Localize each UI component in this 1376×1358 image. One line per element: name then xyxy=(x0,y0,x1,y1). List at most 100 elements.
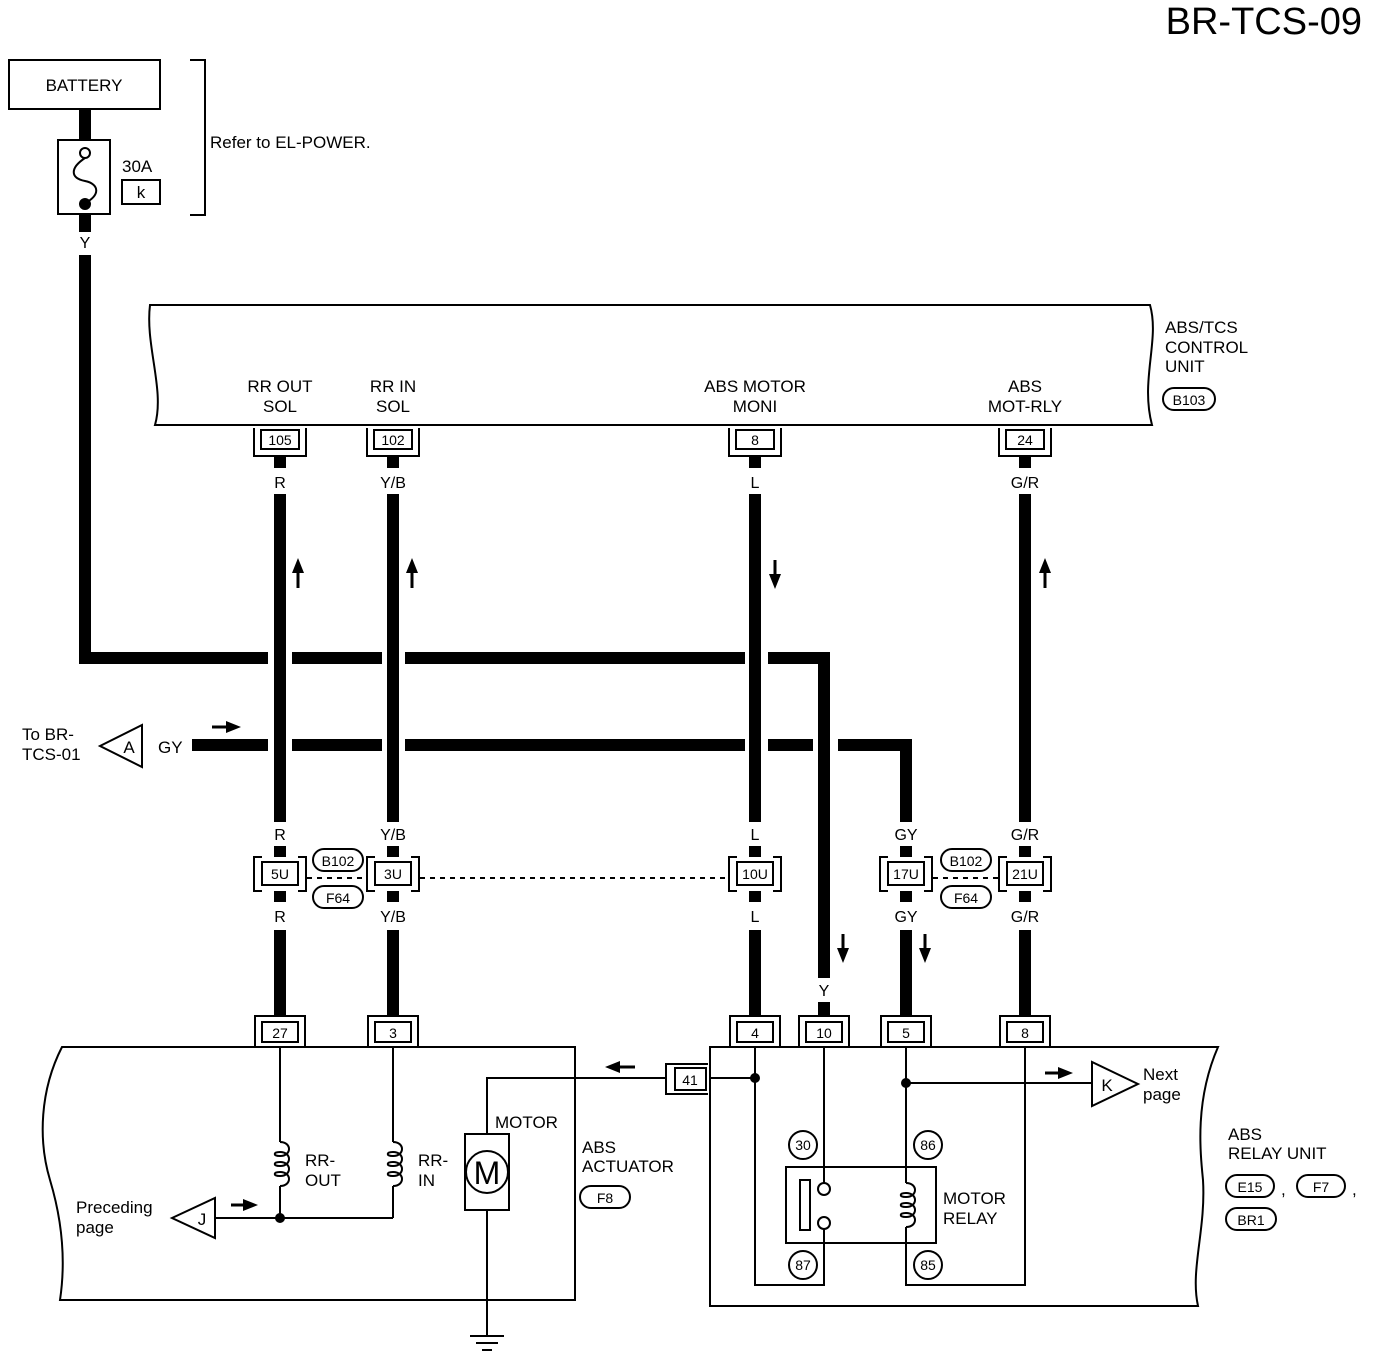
pin-bracket xyxy=(999,1015,1051,1047)
control-unit-outline xyxy=(148,304,1154,426)
wire-color-battery: Y xyxy=(80,235,91,252)
pin-number: 24 xyxy=(1017,432,1033,448)
ground-icon xyxy=(470,1335,504,1351)
motor-symbol: M xyxy=(474,1155,501,1191)
signal-arrow-right xyxy=(1058,1067,1073,1079)
coil-symbol xyxy=(273,1141,290,1187)
wire-color-relay-feed: Y xyxy=(819,983,830,1000)
wire-color-3u-bottom: Y/B xyxy=(380,909,406,926)
wire-color-10u-top: L xyxy=(751,827,760,844)
pin-bracket-left xyxy=(253,856,262,892)
wire-color-5u-top: R xyxy=(274,827,286,844)
pin-number: 27 xyxy=(272,1025,288,1041)
pin-bracket-left xyxy=(728,856,737,892)
pin-box xyxy=(805,1021,843,1043)
terminal-circle-30 xyxy=(788,1130,818,1160)
junction-dot xyxy=(275,1213,285,1223)
connector-id-b102-right: B102 xyxy=(950,853,983,869)
wire-color-label: L xyxy=(751,475,760,492)
signal-arrow-down xyxy=(837,934,849,963)
pin-number: 102 xyxy=(381,432,405,448)
junction-pin-17u: 17U xyxy=(879,856,933,892)
pin-bracket xyxy=(665,1063,708,1095)
coil-label-line2: IN xyxy=(418,1171,435,1190)
connector-id-f8: F8 xyxy=(597,1190,614,1206)
pin-number: 10 xyxy=(816,1025,832,1041)
actuator-pin-3: 3 xyxy=(367,1015,419,1047)
pin-box xyxy=(261,1021,299,1043)
fuse: 30A k xyxy=(57,139,161,215)
battery: BATTERY xyxy=(8,59,161,110)
power-note: Refer to EL-POWER. xyxy=(210,133,371,152)
terminal-circle-86 xyxy=(913,1130,943,1160)
offpage-a-letter: A xyxy=(123,738,135,757)
pin-number: 17U xyxy=(893,866,919,882)
pin-number: 8 xyxy=(751,432,759,448)
pin-bracket-left xyxy=(998,856,1007,892)
actuator-name-line1: ABS xyxy=(582,1138,616,1157)
connector-id-f64-left: F64 xyxy=(326,890,350,906)
wire-color-label: G/R xyxy=(1011,475,1039,492)
connector-id-f7: F7 xyxy=(1313,1179,1330,1195)
junction-pin-10u: 10U xyxy=(728,856,782,892)
signal-arrow-up xyxy=(292,558,304,573)
coil-label-line1: RR- xyxy=(305,1151,335,1170)
coil-rr-in: RR- IN xyxy=(386,1047,448,1218)
pin-box xyxy=(674,1067,707,1091)
pin-box xyxy=(1005,429,1045,450)
pin-box xyxy=(261,861,299,886)
terminal-abs-mot-rly-line1: ABS xyxy=(1008,377,1042,396)
fuse-code-box xyxy=(121,179,161,205)
wire-color-gy: GY xyxy=(158,738,183,757)
pin-number: 3U xyxy=(384,866,402,882)
wire-gr-upper: G/R xyxy=(1011,456,1051,822)
terminal-rr-out-sol-line2: SOL xyxy=(263,397,297,416)
abs-relay-unit: ABS RELAY UNIT E15 , F7 , BR1 4 10 5 8 xyxy=(709,1015,1357,1307)
terminal-number-85: 85 xyxy=(920,1257,936,1273)
fuse-terminal-bottom xyxy=(79,198,91,210)
junction-pin-3u: 3U xyxy=(366,856,420,892)
relay-label-line2: RELAY xyxy=(943,1209,998,1228)
terminal-number-87: 87 xyxy=(795,1257,811,1273)
junction-connector-row: R Y/B L GY G/R 5U 3U 10U xyxy=(253,827,1052,926)
connector-oval-br1 xyxy=(1225,1207,1277,1231)
offpage-k-letter: K xyxy=(1101,1076,1113,1095)
relay-pin-8: 8 xyxy=(999,1015,1051,1047)
pin-box xyxy=(1006,1021,1044,1043)
relay-coil-symbol xyxy=(899,1182,916,1228)
abs-tcs-control-unit: ABS/TCS CONTROL UNIT B103 RR OUT SOL RR … xyxy=(148,304,1248,457)
wire-color-3u-top: Y/B xyxy=(380,827,406,844)
offpage-a-label-line1: To BR- xyxy=(22,725,74,744)
pin-bracket-right xyxy=(773,856,782,892)
pin-bracket-right xyxy=(924,856,933,892)
motor-symbol-circle xyxy=(465,1150,509,1194)
signal-arrow-down xyxy=(769,574,781,589)
relay-unit-name-line2: RELAY UNIT xyxy=(1228,1144,1327,1163)
terminal-circle-85 xyxy=(913,1250,943,1280)
pin-bracket-left xyxy=(366,856,375,892)
signal-arrow-up xyxy=(406,558,418,573)
pin-number: 10U xyxy=(742,866,768,882)
wire-r-upper: R xyxy=(274,456,304,822)
pin-bracket xyxy=(729,1015,781,1047)
relay-unit-outline xyxy=(709,1046,1220,1307)
connector-separator: , xyxy=(1352,1180,1357,1199)
fuse-rating: 30A xyxy=(122,157,153,176)
offpage-a-label-line2: TCS-01 xyxy=(22,745,81,764)
pin-number: 8 xyxy=(1021,1025,1029,1041)
relay-label-line1: MOTOR xyxy=(943,1189,1006,1208)
pin-bracket xyxy=(798,1015,850,1047)
wire-color-21u-bottom: G/R xyxy=(1011,909,1039,926)
pin-box xyxy=(374,1021,412,1043)
pin-bracket-right xyxy=(298,856,307,892)
wire-gy: To BR- TCS-01 A GY xyxy=(22,721,912,822)
relay-switch-bar xyxy=(799,1179,811,1231)
connector-oval-e15 xyxy=(1225,1174,1275,1198)
pin-box xyxy=(887,861,925,886)
coil-label-line2: OUT xyxy=(305,1171,341,1190)
motor-label: MOTOR xyxy=(495,1113,558,1132)
pin-number: 105 xyxy=(268,432,292,448)
relay-pin-5: 5 xyxy=(880,1015,932,1047)
motor: M MOTOR xyxy=(464,1077,667,1351)
wire-l-upper: L xyxy=(749,456,781,822)
